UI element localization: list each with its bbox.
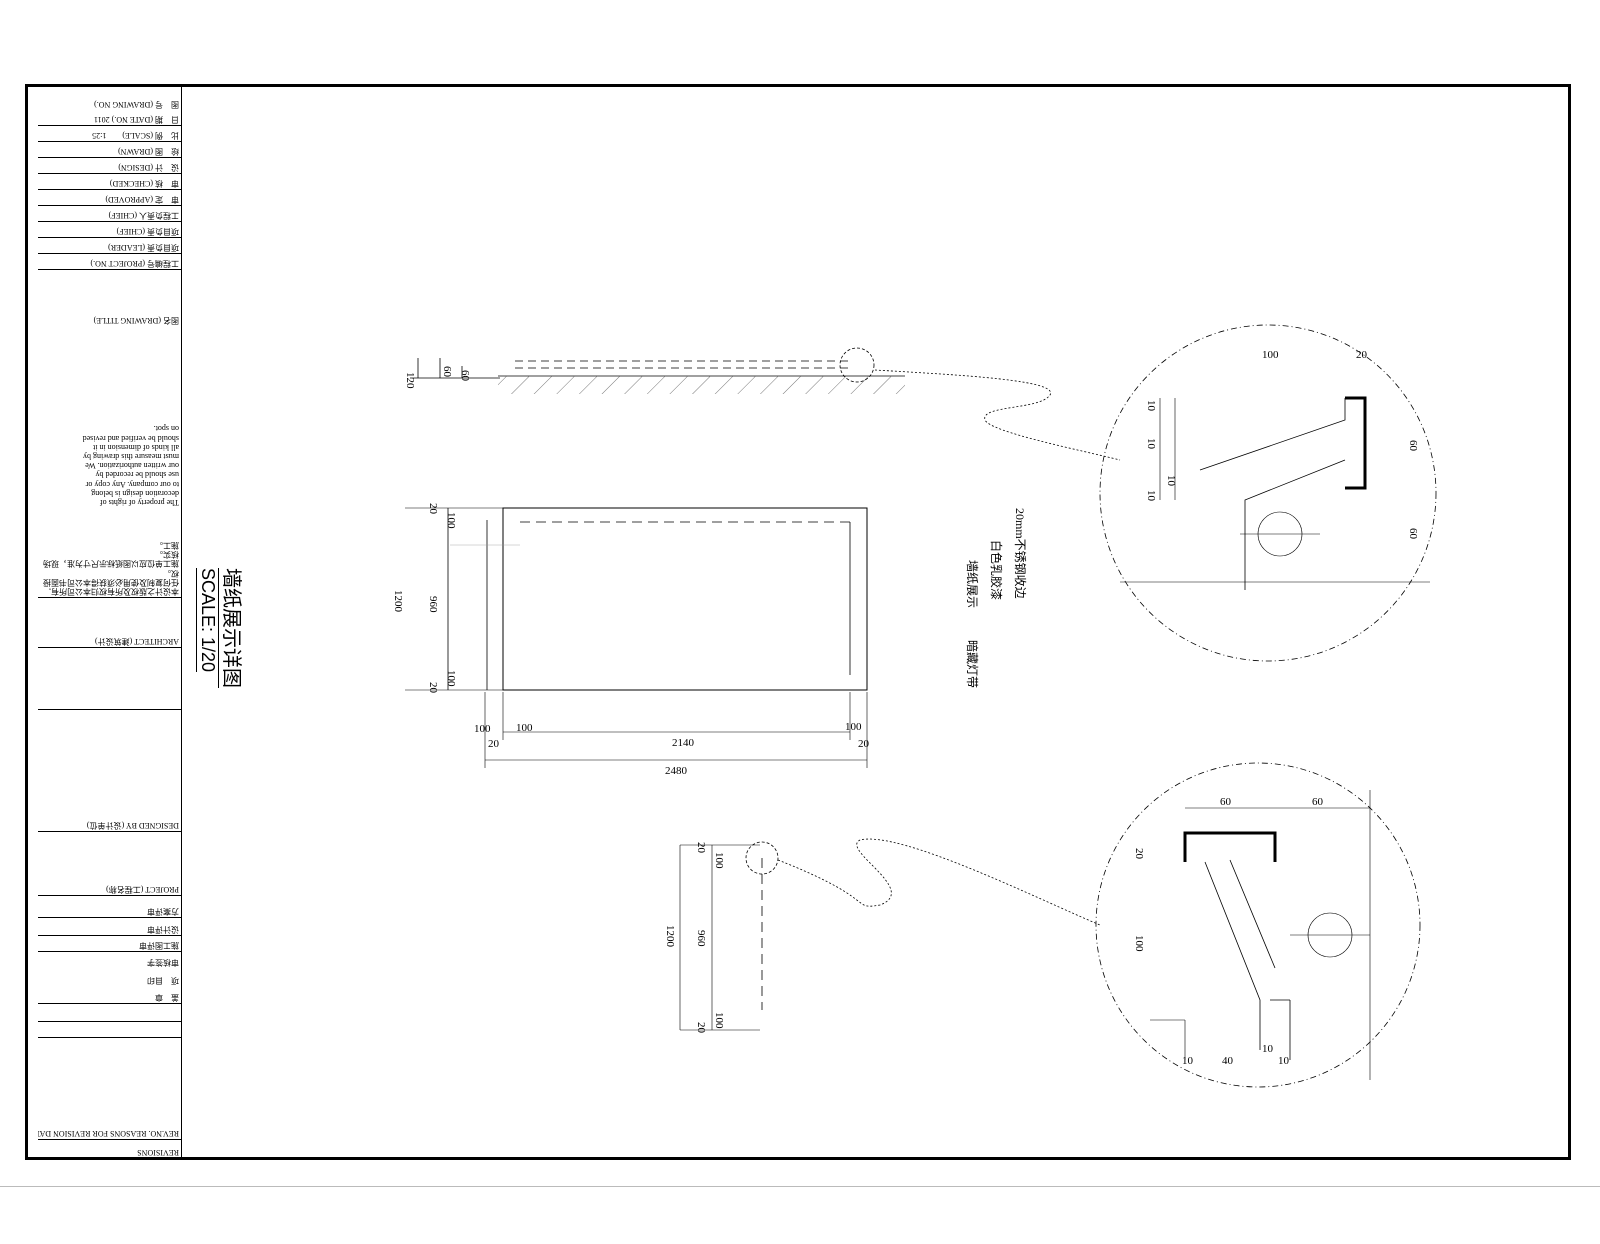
detail-circle-1	[1099, 324, 1437, 662]
elev-dim: 20	[427, 503, 439, 515]
detail2-dim: 10	[1262, 1043, 1274, 1055]
drawing-frame	[25, 84, 1571, 1160]
plan-view	[410, 347, 1121, 461]
sheet-bottom-rule	[0, 1186, 1600, 1187]
elevation-view	[405, 507, 868, 768]
section-dim: 20	[695, 842, 707, 854]
title-block-divider	[181, 87, 182, 1157]
detail-circle-2	[1095, 762, 1421, 1088]
note-wallpaper-display: 墙纸展示	[965, 560, 979, 608]
section-dim: 100	[713, 1012, 725, 1029]
detail2-dim: 40	[1222, 1055, 1234, 1067]
detail1-dim: 100	[1262, 349, 1279, 361]
detail1-dim: 20	[1356, 349, 1368, 361]
detail2-dim: 10	[1182, 1055, 1194, 1067]
elev-dim: 100	[445, 670, 457, 687]
plan-dim: 120	[404, 372, 416, 389]
section-dim: 100	[713, 852, 725, 869]
note-stainless-edge: 20mm不锈钢收边	[1013, 508, 1027, 599]
detail1-dim: 10	[1145, 400, 1157, 412]
elev-dim-total-height: 1200	[392, 590, 404, 613]
elev-dim-inner-height: 960	[427, 596, 439, 613]
detail1-dim: 10	[1145, 490, 1157, 502]
elev-dim: 100	[445, 512, 457, 529]
elev-dim: 20	[488, 738, 500, 750]
detail1-dim: 10	[1145, 438, 1157, 450]
elev-dim: 20	[858, 738, 870, 750]
section-dim-total: 1200	[664, 925, 676, 948]
plan-dim: 60	[441, 366, 453, 378]
section-view	[679, 838, 1101, 1031]
detail2-dim: 60	[1312, 796, 1324, 808]
elev-dim: 100	[516, 722, 533, 734]
elev-dim: 100	[845, 721, 862, 733]
elev-dim: 100	[474, 723, 491, 735]
section-dim-mid: 960	[695, 930, 707, 947]
section-dim: 20	[695, 1022, 707, 1034]
elev-dim-total-width: 2480	[665, 765, 688, 777]
detail2-dim: 100	[1133, 935, 1145, 952]
note-hidden-light: 暗藏灯带	[965, 640, 980, 688]
elev-dim: 20	[427, 682, 439, 694]
detail1-dim: 60	[1407, 528, 1419, 540]
detail2-dim: 10	[1278, 1055, 1290, 1067]
note-latex-paint: 白色乳胶漆	[989, 540, 1004, 600]
detail2-dim: 20	[1133, 848, 1145, 860]
plan-dim: 60	[459, 370, 471, 382]
detail1-dim: 10	[1165, 475, 1177, 487]
elev-dim-inner-width: 2140	[672, 737, 695, 749]
detail1-dim: 60	[1407, 440, 1419, 452]
detail2-dim: 60	[1220, 796, 1232, 808]
